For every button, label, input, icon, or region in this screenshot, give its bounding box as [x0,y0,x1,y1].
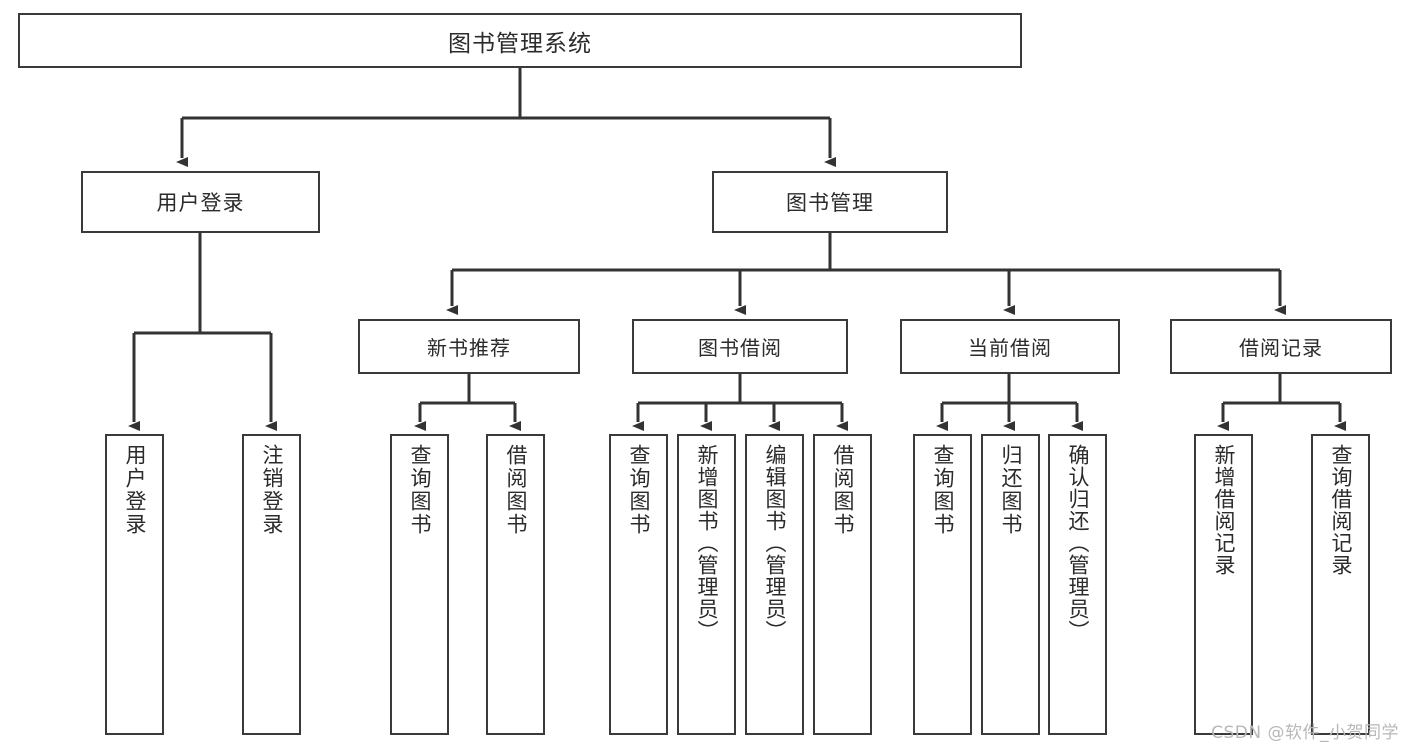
node-label: 编辑图书（管理员） [763,444,787,642]
leaf-current-borrow-return[interactable]: 归还图书 [981,434,1040,735]
node-label: 借阅图书 [504,444,528,536]
leaf-book-borrow-borrow[interactable]: 借阅图书 [813,434,872,735]
node-label: 用户登录 [156,191,245,215]
csdn-watermark: CSDN @软件_小贺同学 [1211,723,1399,743]
node-label: 归还图书 [999,444,1023,536]
node-label: 查询图书 [931,444,955,536]
node-user-login[interactable]: 用户登录 [81,171,320,233]
node-label: 查询借阅记录 [1329,444,1353,576]
node-label: 确认归还（管理员） [1066,444,1090,642]
node-label: 图书借阅 [698,336,782,360]
node-label: 借阅记录 [1239,336,1323,360]
leaf-user-login-login[interactable]: 用户登录 [105,434,164,735]
node-label: 用户登录 [123,444,147,536]
node-label: 新增借阅记录 [1212,444,1236,576]
node-book-borrow[interactable]: 图书借阅 [632,319,848,374]
node-label: 查询图书 [408,444,432,536]
node-borrow-record[interactable]: 借阅记录 [1170,319,1392,374]
node-label: 查询图书 [627,444,651,536]
node-root-system[interactable]: 图书管理系统 [18,13,1022,68]
node-label: 借阅图书 [831,444,855,536]
leaf-book-borrow-query[interactable]: 查询图书 [609,434,668,735]
leaf-user-login-logout[interactable]: 注销登录 [242,434,301,735]
leaf-borrow-record-query[interactable]: 查询借阅记录 [1311,434,1370,735]
leaf-book-borrow-edit[interactable]: 编辑图书（管理员） [745,434,804,735]
node-book-management[interactable]: 图书管理 [712,171,948,233]
node-label: 新增图书（管理员） [695,444,719,642]
node-label: 图书管理 [786,191,874,215]
node-label: 图书管理系统 [448,30,592,57]
leaf-current-borrow-query[interactable]: 查询图书 [913,434,972,735]
leaf-new-book-borrow[interactable]: 借阅图书 [486,434,545,735]
node-new-book-recommend[interactable]: 新书推荐 [358,319,580,374]
node-label: 当前借阅 [968,336,1052,360]
node-current-borrow[interactable]: 当前借阅 [900,319,1120,374]
leaf-book-borrow-add[interactable]: 新增图书（管理员） [677,434,736,735]
leaf-current-borrow-confirm-return[interactable]: 确认归还（管理员） [1048,434,1107,735]
leaf-borrow-record-add[interactable]: 新增借阅记录 [1194,434,1253,735]
node-label: 新书推荐 [427,336,511,360]
node-label: 注销登录 [260,444,284,536]
leaf-new-book-query[interactable]: 查询图书 [390,434,449,735]
